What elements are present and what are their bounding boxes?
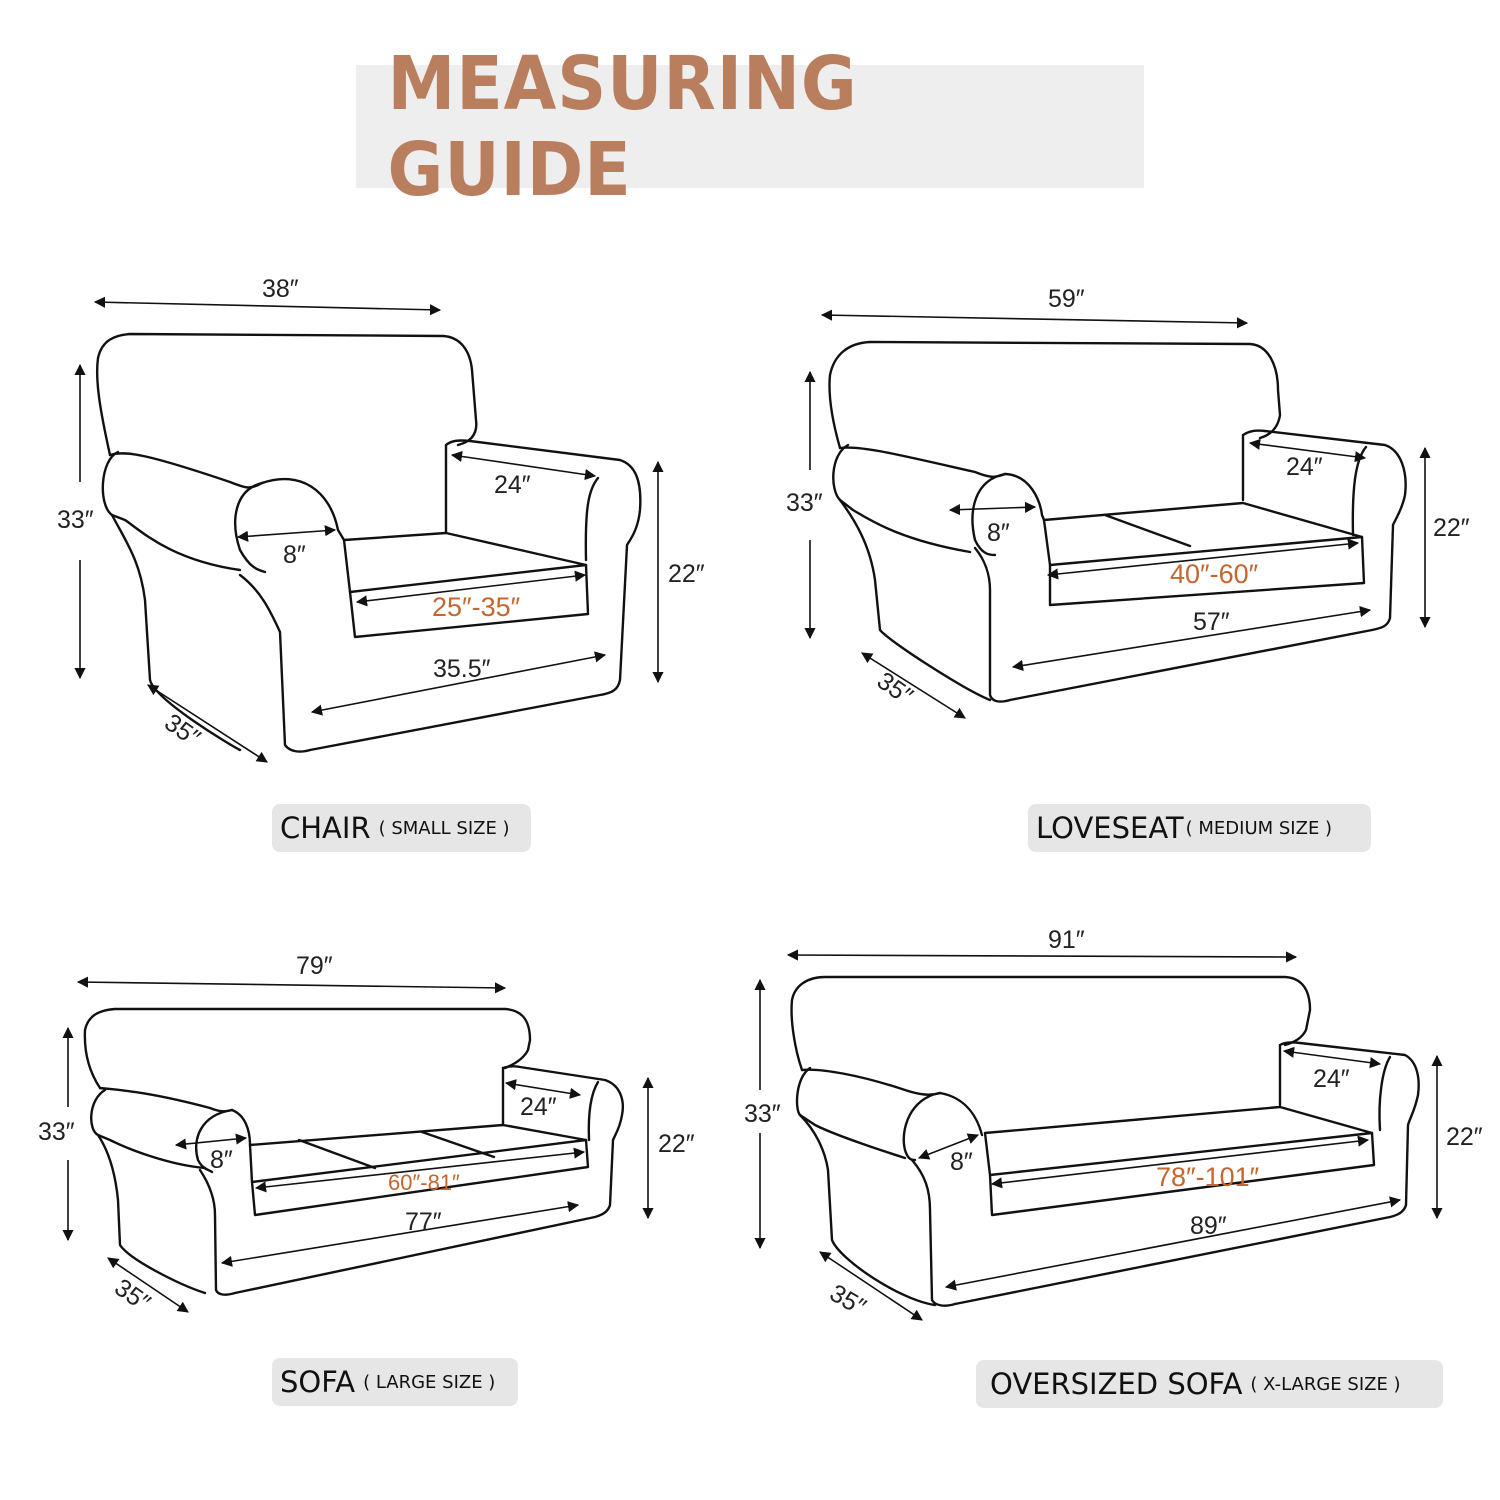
sofa-diagram: 79″ 33″ 22″ 24″ 8″ 60″-81″ 77″ 35″ bbox=[38, 952, 695, 1317]
oversized-sofa-diagram: 91″ 33″ 22″ 24″ 8″ 78″-101″ 89″ 35″ bbox=[744, 926, 1483, 1322]
page-title: MEASURING GUIDE bbox=[387, 40, 858, 213]
chair-diagram: 38″ 33″ 22″ 24″ 8″ 25″-35″ 35.5″ 35″ bbox=[57, 275, 705, 763]
loveseat-arm-length: 24″ bbox=[1286, 453, 1323, 481]
label-chair: CHAIR ( SMALL SIZE ) bbox=[272, 804, 531, 852]
chair-depth: 35″ bbox=[159, 708, 205, 752]
title-banner: MEASURING GUIDE bbox=[356, 41, 1144, 213]
sofa-total-width: 79″ bbox=[296, 952, 333, 980]
loveseat-depth: 35″ bbox=[872, 667, 918, 711]
oversized-sofa-arm-length: 24″ bbox=[1313, 1065, 1350, 1093]
label-oversized-sofa-name: OVERSIZED SOFA bbox=[990, 1367, 1243, 1401]
chair-seat-range: 25″-35″ bbox=[432, 592, 521, 622]
label-sofa: SOFA ( LARGE SIZE ) bbox=[272, 1358, 518, 1406]
chair-front-width: 35.5″ bbox=[433, 655, 491, 683]
sofa-height: 33″ bbox=[38, 1118, 75, 1146]
chair-arm-width: 8″ bbox=[283, 541, 306, 569]
loveseat-arm-height: 22″ bbox=[1433, 514, 1470, 542]
oversized-sofa-arm-width: 8″ bbox=[950, 1148, 973, 1176]
chair-height: 33″ bbox=[57, 506, 94, 534]
sofa-arm-length: 24″ bbox=[520, 1093, 557, 1121]
sofa-depth: 35″ bbox=[109, 1273, 155, 1317]
chair-arm-length: 24″ bbox=[494, 471, 531, 499]
loveseat-arm-width: 8″ bbox=[987, 519, 1010, 547]
label-chair-size: ( SMALL SIZE ) bbox=[378, 817, 510, 839]
oversized-sofa-seat-range: 78″-101″ bbox=[1156, 1162, 1260, 1192]
label-oversized-sofa: OVERSIZED SOFA ( X-LARGE SIZE ) bbox=[976, 1360, 1443, 1408]
label-chair-name: CHAIR bbox=[280, 811, 371, 845]
oversized-sofa-arm-height: 22″ bbox=[1446, 1123, 1483, 1151]
oversized-sofa-height: 33″ bbox=[744, 1100, 781, 1128]
sofa-front-width: 77″ bbox=[405, 1208, 442, 1236]
sofa-arm-height: 22″ bbox=[658, 1130, 695, 1158]
label-loveseat-name: LOVESEAT bbox=[1036, 811, 1184, 845]
oversized-sofa-front-width: 89″ bbox=[1190, 1212, 1227, 1240]
loveseat-front-width: 57″ bbox=[1193, 608, 1230, 636]
sofa-seat-range: 60″-81″ bbox=[388, 1170, 460, 1195]
chair-arm-height: 22″ bbox=[668, 560, 705, 588]
label-sofa-name: SOFA bbox=[280, 1365, 356, 1399]
label-loveseat: LOVESEAT ( MEDIUM SIZE ) bbox=[1028, 804, 1371, 852]
loveseat-seat-range: 40″-60″ bbox=[1170, 559, 1259, 589]
sofa-arm-width: 8″ bbox=[210, 1146, 233, 1174]
chair-total-width: 38″ bbox=[262, 275, 299, 303]
loveseat-total-width: 59″ bbox=[1048, 285, 1085, 313]
loveseat-height: 33″ bbox=[786, 489, 823, 517]
label-oversized-sofa-size: ( X-LARGE SIZE ) bbox=[1250, 1373, 1401, 1395]
oversized-sofa-total-width: 91″ bbox=[1048, 926, 1085, 954]
label-loveseat-size: ( MEDIUM SIZE ) bbox=[1185, 817, 1333, 839]
oversized-sofa-depth: 35″ bbox=[825, 1279, 871, 1322]
label-sofa-size: ( LARGE SIZE ) bbox=[363, 1371, 496, 1393]
loveseat-diagram: 59″ 33″ 22″ 24″ 8″ 40″-60″ 57″ 35″ bbox=[786, 285, 1470, 719]
